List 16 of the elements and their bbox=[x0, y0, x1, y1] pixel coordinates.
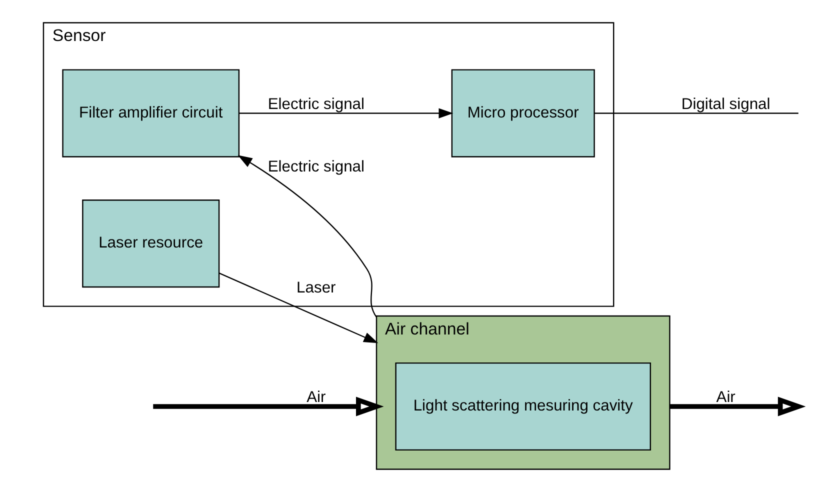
connector bbox=[594, 112, 798, 114]
node-box: Micro processor bbox=[451, 69, 595, 158]
edge-label: Digital signal bbox=[681, 96, 770, 113]
node-box: Laser resource bbox=[82, 200, 220, 288]
edge-label: Electric signal bbox=[268, 158, 365, 176]
arrow bbox=[239, 108, 454, 118]
arrow bbox=[218, 272, 378, 344]
edge-label: Air bbox=[716, 389, 736, 406]
node-box: Light scattering mesuring cavity bbox=[395, 362, 652, 451]
edge-label: Laser bbox=[296, 279, 336, 296]
edge-label: Electric signal bbox=[268, 96, 365, 113]
edge-label: Air bbox=[306, 389, 326, 406]
arrow bbox=[238, 155, 378, 318]
arrow bbox=[670, 396, 806, 416]
arrow bbox=[153, 396, 384, 416]
node-box: Filter amplifier circuit bbox=[62, 69, 240, 158]
